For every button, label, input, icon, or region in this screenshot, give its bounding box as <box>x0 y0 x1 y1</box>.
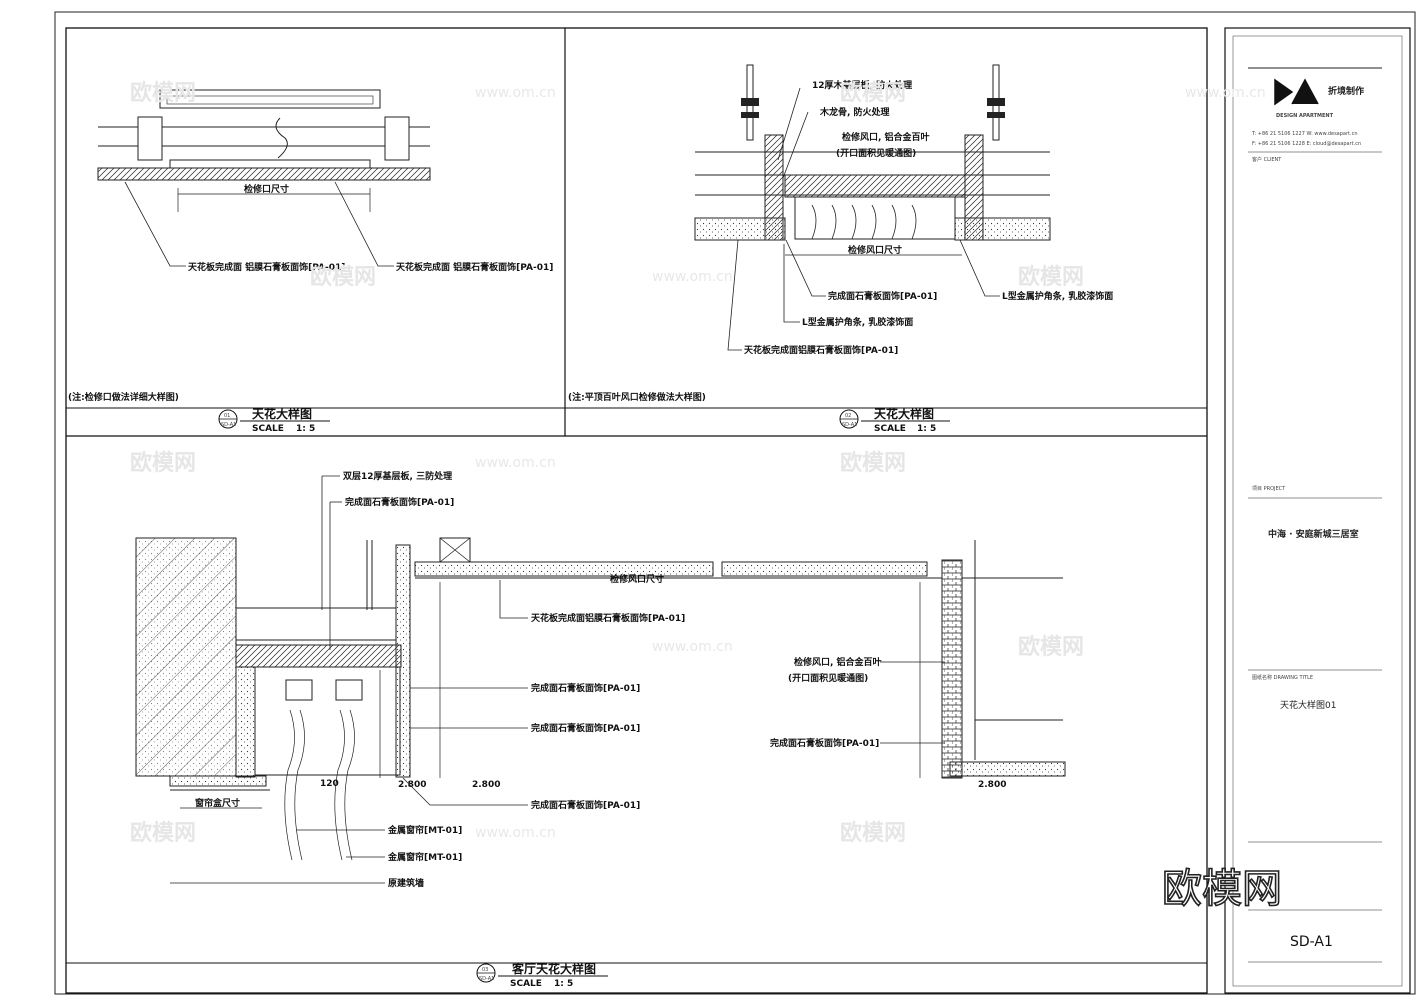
detail-c-callout-r1: 检修风口, 铝合金百叶 <box>794 656 882 668</box>
detail-c-callout-9: 原建筑墙 <box>388 877 424 889</box>
detail-a-dim: 检修口尺寸 <box>244 183 289 195</box>
drawing-title: 天花大样图01 <box>1280 699 1336 711</box>
detail-b-callout-7: L型金属护角条, 乳胶漆饰面 <box>802 316 913 328</box>
watermark-brand: 欧模网 <box>1018 264 1084 290</box>
detail-c-ref: SD-A1 <box>479 976 494 982</box>
detail-c-dim-vent: 检修风口尺寸 <box>610 573 664 585</box>
detail-c-level-2: 2.800 <box>978 780 1006 790</box>
detail-c-dim-curtain: 窗帘盒尺寸 <box>195 797 240 809</box>
detail-b-note: (注:平顶百叶风口检修做法大样图) <box>568 391 706 403</box>
watermark-brand: 欧模网 <box>840 80 906 106</box>
detail-a-callout-2: 天花板完成面 铝膜石膏板面饰[PA-01] <box>396 261 553 273</box>
svg-text:SCALE: SCALE <box>252 424 284 434</box>
detail-c-level-3: 2.800 <box>398 780 426 790</box>
svg-text:SCALE: SCALE <box>874 424 906 434</box>
watermark-url: www.om.cn <box>1185 85 1266 101</box>
watermark-url: www.om.cn <box>652 269 733 285</box>
detail-a-ref: SD-A1 <box>221 422 236 428</box>
detail-c-callout-r2: (开口面积见暖通图) <box>788 672 868 684</box>
detail-c-dim-120: 120 <box>320 779 339 789</box>
project-name: 中海 · 安庭新城三居室 <box>1268 528 1359 540</box>
detail-b-scale: 1: 5 <box>917 424 936 434</box>
sheet-number: SD-A1 <box>1290 934 1333 950</box>
detail-c-callout-5: 完成面石膏板面饰[PA-01] <box>531 722 640 734</box>
detail-b-number: 02 <box>845 413 851 419</box>
svg-text:SCALE: SCALE <box>510 979 542 989</box>
detail-c-callout-3: 天花板完成面铝膜石膏板面饰[PA-01] <box>531 612 685 624</box>
watermark-url: www.om.cn <box>475 85 556 101</box>
detail-c-title: 客厅天花大样图 <box>511 961 596 976</box>
company-logo-icon <box>1274 78 1319 106</box>
detail-c-callout-4: 完成面石膏板面饰[PA-01] <box>531 682 640 694</box>
detail-c-scale: 1: 5 <box>554 979 573 989</box>
company-name-cn: 折境制作 <box>1328 85 1364 97</box>
detail-b-callout-4: (开口面积见暖通图) <box>836 147 916 159</box>
detail-c-callout-r3: 完成面石膏板面饰[PA-01] <box>770 737 879 749</box>
detail-b: 检修风口尺寸 12厚木基层板, 防火处理 木龙骨, 防火处理 检修风口, 铝合金… <box>568 64 1113 434</box>
company-name-en: DESIGN APARTMENT <box>1276 113 1334 119</box>
detail-b-callout-5: 完成面石膏板面饰[PA-01] <box>828 290 937 302</box>
title-block: 折境制作 DESIGN APARTMENT T: +86 21 5106 122… <box>1224 27 1411 994</box>
detail-b-dim: 检修风口尺寸 <box>848 244 902 256</box>
watermark-brand: 欧模网 <box>840 450 906 476</box>
watermark-brand: 欧模网 <box>840 820 906 846</box>
watermark-brand: 欧模网 <box>1018 634 1084 660</box>
detail-b-title: 天花大样图 <box>874 406 934 421</box>
detail-c-callout-2: 完成面石膏板面饰[PA-01] <box>345 496 454 508</box>
detail-a-number: 01 <box>224 413 230 419</box>
watermark-brand: 欧模网 <box>130 450 196 476</box>
watermark-url: www.om.cn <box>475 825 556 841</box>
watermark-brand: 欧模网 <box>130 820 196 846</box>
detail-b-callout-2: 木龙骨, 防火处理 <box>819 106 890 118</box>
watermarks: 欧模网 www.om.cn 欧模网 www.om.cn 欧模网 www.om.c… <box>130 80 1283 913</box>
client-label: 客户 CLIENT <box>1252 156 1282 163</box>
watermark-overlay: 欧模网 <box>1162 866 1282 912</box>
detail-b-callout-3: 检修风口, 铝合金百叶 <box>842 131 930 143</box>
detail-a-note: (注:检修口做法详细大样图) <box>68 391 179 403</box>
detail-c: 窗帘盒尺寸 检修风口尺寸 120 2.800 2.800 2.800 双层12厚… <box>135 470 1066 989</box>
detail-b-callout-6: L型金属护角条, 乳胶漆饰面 <box>1002 290 1113 302</box>
detail-a-scale: 1: 5 <box>296 424 315 434</box>
detail-c-callout-7: 金属窗帘[MT-01] <box>387 824 462 836</box>
watermark-brand: 欧模网 <box>310 264 376 290</box>
detail-c-number: 03 <box>482 967 488 973</box>
watermark-url: www.om.cn <box>652 639 733 655</box>
detail-c-level-1: 2.800 <box>472 780 500 790</box>
watermark-url: www.om.cn <box>475 455 556 471</box>
detail-c-callout-8: 金属窗帘[MT-01] <box>387 851 462 863</box>
company-contact-1: T: +86 21 5106 1227 W: www.desapart.cn <box>1251 131 1358 137</box>
company-contact-2: F: +86 21 5106 1228 E: cloud@desapart.cn <box>1252 141 1361 147</box>
project-label: 项目 PROJECT <box>1252 486 1286 492</box>
detail-b-ref: SD-A1 <box>842 422 857 428</box>
detail-c-callout-1: 双层12厚基层板, 三防处理 <box>343 470 452 482</box>
drawing-title-label: 图纸名称 DRAWING TITLE <box>1252 674 1313 681</box>
detail-a: 检修口尺寸 天花板完成面 铝膜石膏板面饰[PA-01] 天花板完成面 铝膜石膏板… <box>68 89 553 434</box>
detail-c-callout-6: 完成面石膏板面饰[PA-01] <box>531 799 640 811</box>
detail-a-title: 天花大样图 <box>252 406 312 421</box>
detail-b-callout-1: 12厚木基层板, 防火处理 <box>812 79 912 91</box>
detail-b-callout-8: 天花板完成面铝膜石膏板面饰[PA-01] <box>744 344 898 356</box>
detail-a-callout-1: 天花板完成面 铝膜石膏板面饰[PA-01] <box>188 261 345 273</box>
watermark-brand: 欧模网 <box>130 80 196 106</box>
